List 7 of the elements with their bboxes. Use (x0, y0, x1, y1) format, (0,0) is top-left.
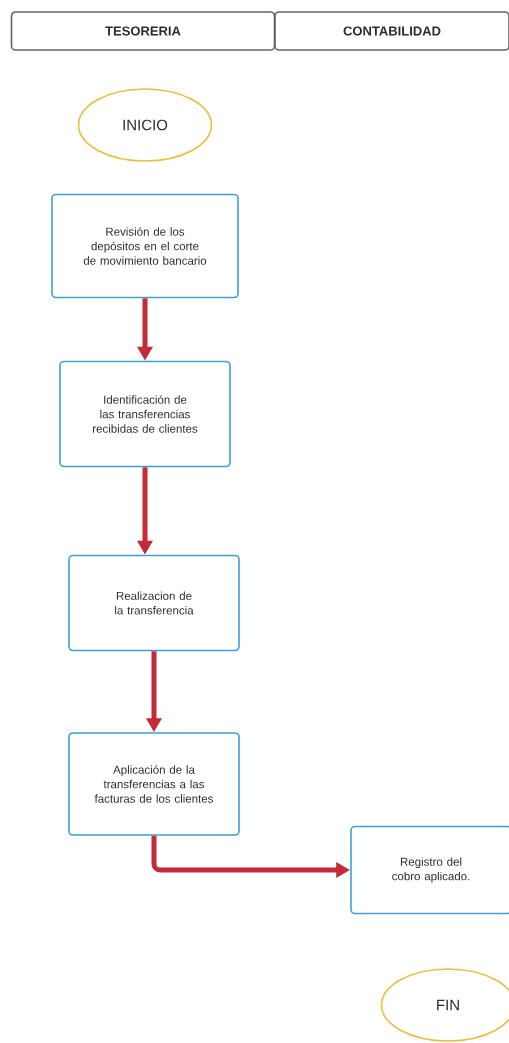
process-box: Registro del cobro aplicado. (350, 825, 509, 915)
header-box: CONTABILIDAD (274, 11, 509, 51)
header-box: TESORERIA (10, 11, 276, 51)
process-box: Revisión de los depósitos en el corte de movimiento bancario (51, 193, 239, 299)
process-box: Realizacion de la transferencia (68, 554, 240, 652)
process-box: Aplicación de la transferencias a las facturas de los clientes (68, 732, 240, 836)
process-box: Identificación de las transferencias recibidas de clientes (59, 360, 231, 468)
